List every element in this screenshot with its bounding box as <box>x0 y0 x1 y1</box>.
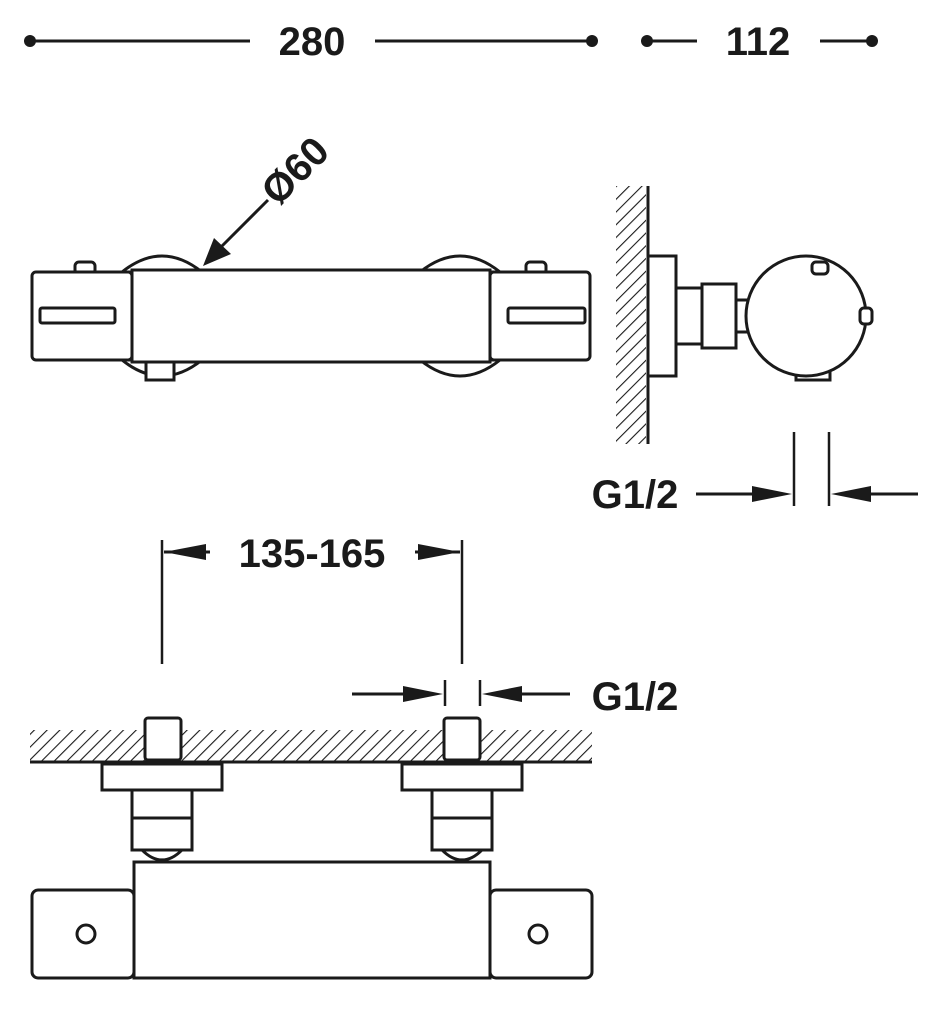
dimension-thread-side: G1/2 <box>592 432 918 517</box>
dimension-depth: 112 <box>641 20 878 64</box>
thread-bottom-label: G1/2 <box>592 675 679 719</box>
plan-view <box>30 716 594 980</box>
inlet-spacing-label: 135-165 <box>239 532 386 576</box>
dimension-overall-length: 280 <box>24 20 598 64</box>
thread-side-label: G1/2 <box>592 473 679 517</box>
dimension-handle-diameter: Ø60 <box>203 129 338 266</box>
dimension-thread-bottom: G1/2 <box>352 675 678 719</box>
overall-length-label: 280 <box>279 20 346 64</box>
depth-label: 112 <box>726 20 791 64</box>
front-view <box>30 254 592 382</box>
side-view <box>616 186 874 444</box>
dimension-inlet-spacing: 135-165 <box>160 532 464 664</box>
